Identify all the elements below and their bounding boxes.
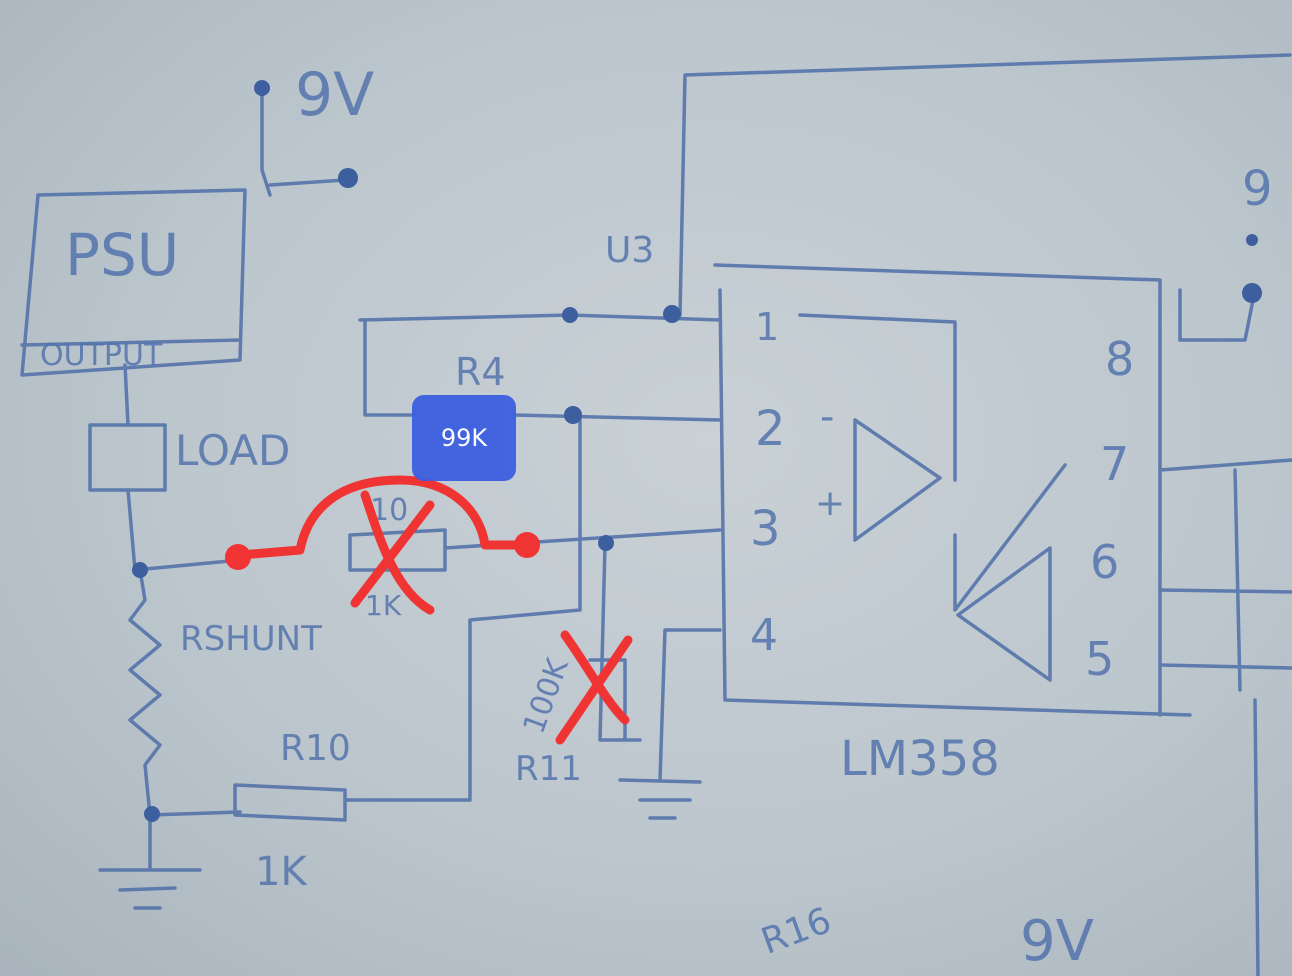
label-u3: U3 (605, 230, 654, 271)
junction-dots (132, 80, 1262, 822)
label-r11: R11 (515, 749, 582, 789)
pin-3: 3 (750, 501, 781, 557)
label-r10-value: 1K (255, 849, 308, 895)
cross-out-mark-1k (350, 490, 435, 615)
label-psu: PSU (65, 221, 179, 289)
opamp-plus: + (815, 483, 845, 524)
red-jumper-annotation (225, 475, 540, 570)
label-rshunt: RSHUNT (180, 619, 322, 659)
opamp-minus: - (820, 394, 834, 440)
label-r4: R4 (455, 350, 506, 394)
pin-5: 5 (1085, 632, 1114, 686)
label-r16: R16 (756, 900, 837, 963)
label-bottom-supply: 9V (1020, 909, 1094, 974)
label-top-supply: 9V (295, 60, 374, 130)
value-annotation-badge: 99K (412, 395, 516, 481)
label-crossed-resistor-value: 1K (365, 589, 402, 622)
label-psu-output: OUTPUT (40, 338, 163, 373)
label-r10: R10 (280, 728, 351, 769)
pin-4: 4 (750, 610, 778, 661)
label-chip: LM358 (840, 731, 1000, 787)
label-load: LOAD (175, 426, 290, 475)
pin-7: 7 (1100, 437, 1129, 491)
label-right-supply: 9 (1242, 161, 1273, 217)
pin-6: 6 (1090, 535, 1119, 589)
wires (20, 53, 1292, 976)
pin-1: 1 (755, 305, 779, 349)
pin-2: 2 (755, 401, 786, 457)
cross-out-mark-100k (555, 630, 633, 745)
pin-8: 8 (1105, 332, 1134, 386)
